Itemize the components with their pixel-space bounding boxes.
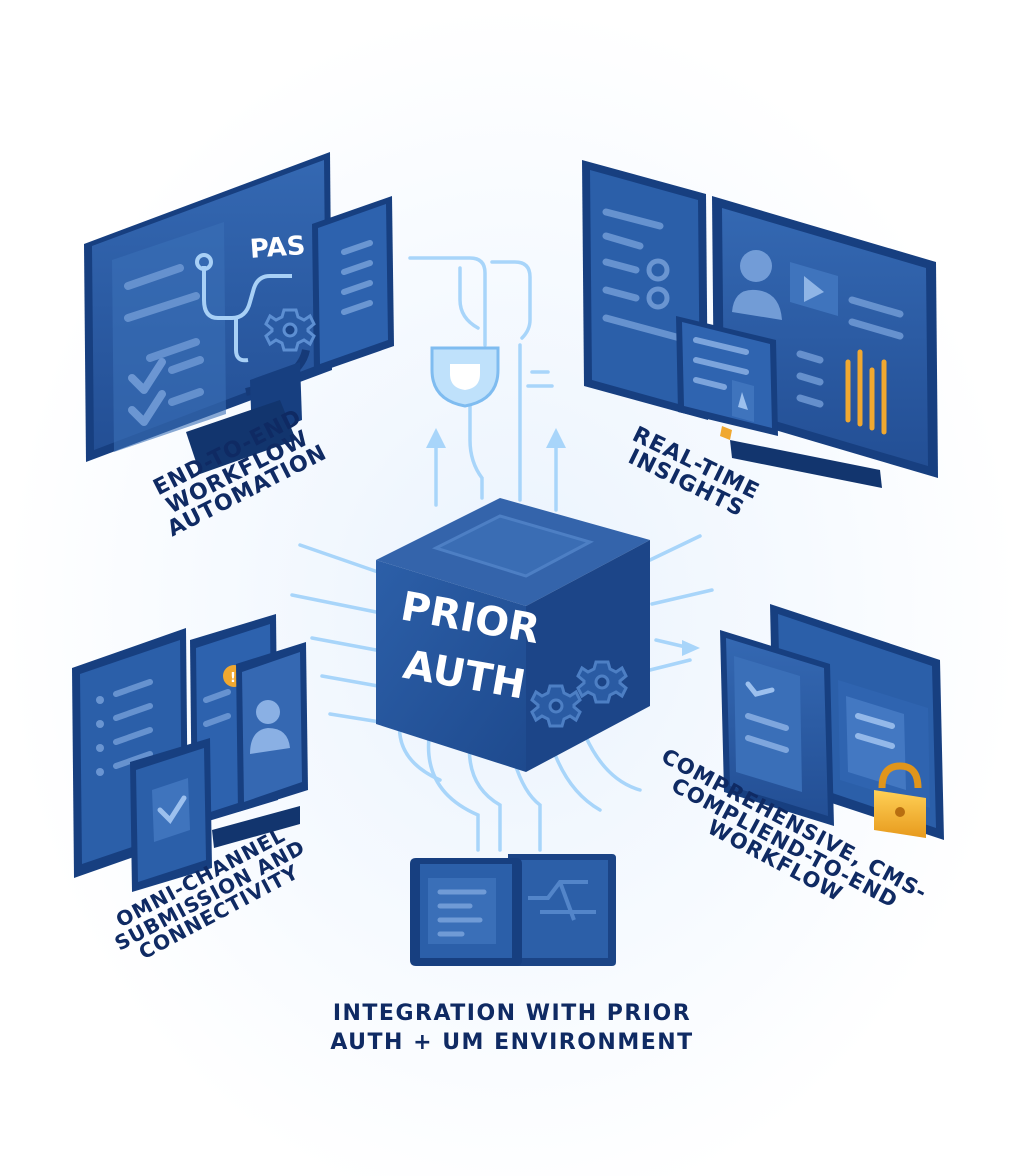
arrow-up-icon	[546, 428, 566, 448]
label-integration: INTEGRATION WITH PRIOR AUTH + UM ENVIRON…	[330, 1001, 694, 1055]
multi-device: !	[72, 614, 308, 892]
checkmark-icon	[745, 681, 775, 697]
lock-icon	[874, 762, 926, 838]
connector-line	[408, 256, 487, 347]
gear-icon	[264, 308, 316, 352]
connector-line	[458, 266, 480, 330]
notification-badge: !	[230, 671, 236, 686]
arrow-right-icon	[682, 640, 700, 656]
arrow-heads	[426, 428, 700, 656]
connector-line	[426, 728, 480, 852]
connector-line	[648, 658, 692, 672]
arrow-up-icon	[426, 428, 446, 448]
connector-line	[650, 588, 714, 606]
connector-line	[290, 593, 378, 614]
connector-lines	[290, 256, 714, 852]
connector-line	[490, 260, 532, 340]
prior-auth-cube: PRIOR AUTH	[376, 498, 650, 772]
connector-line	[583, 733, 642, 792]
gear-icon	[576, 660, 628, 704]
checkmark-icon	[128, 358, 166, 426]
connector-line	[328, 712, 382, 724]
plug-icon	[430, 346, 500, 408]
integration-device	[410, 854, 616, 966]
secure-document	[720, 604, 944, 840]
checkmark-icon	[157, 795, 187, 824]
pas-badge: PAS	[249, 231, 306, 265]
analytics-monitor	[582, 160, 938, 488]
connector-line	[298, 543, 380, 574]
connector-line	[310, 636, 378, 652]
user-icon	[732, 250, 782, 320]
workflow-monitor: PAS	[84, 152, 394, 474]
connector-line	[648, 534, 702, 562]
play-icon	[804, 276, 824, 302]
connector-line	[468, 403, 484, 500]
connector-line	[320, 674, 380, 688]
gear-icon	[530, 684, 582, 728]
bar-chart-icon	[845, 349, 887, 435]
user-icon	[250, 700, 290, 754]
